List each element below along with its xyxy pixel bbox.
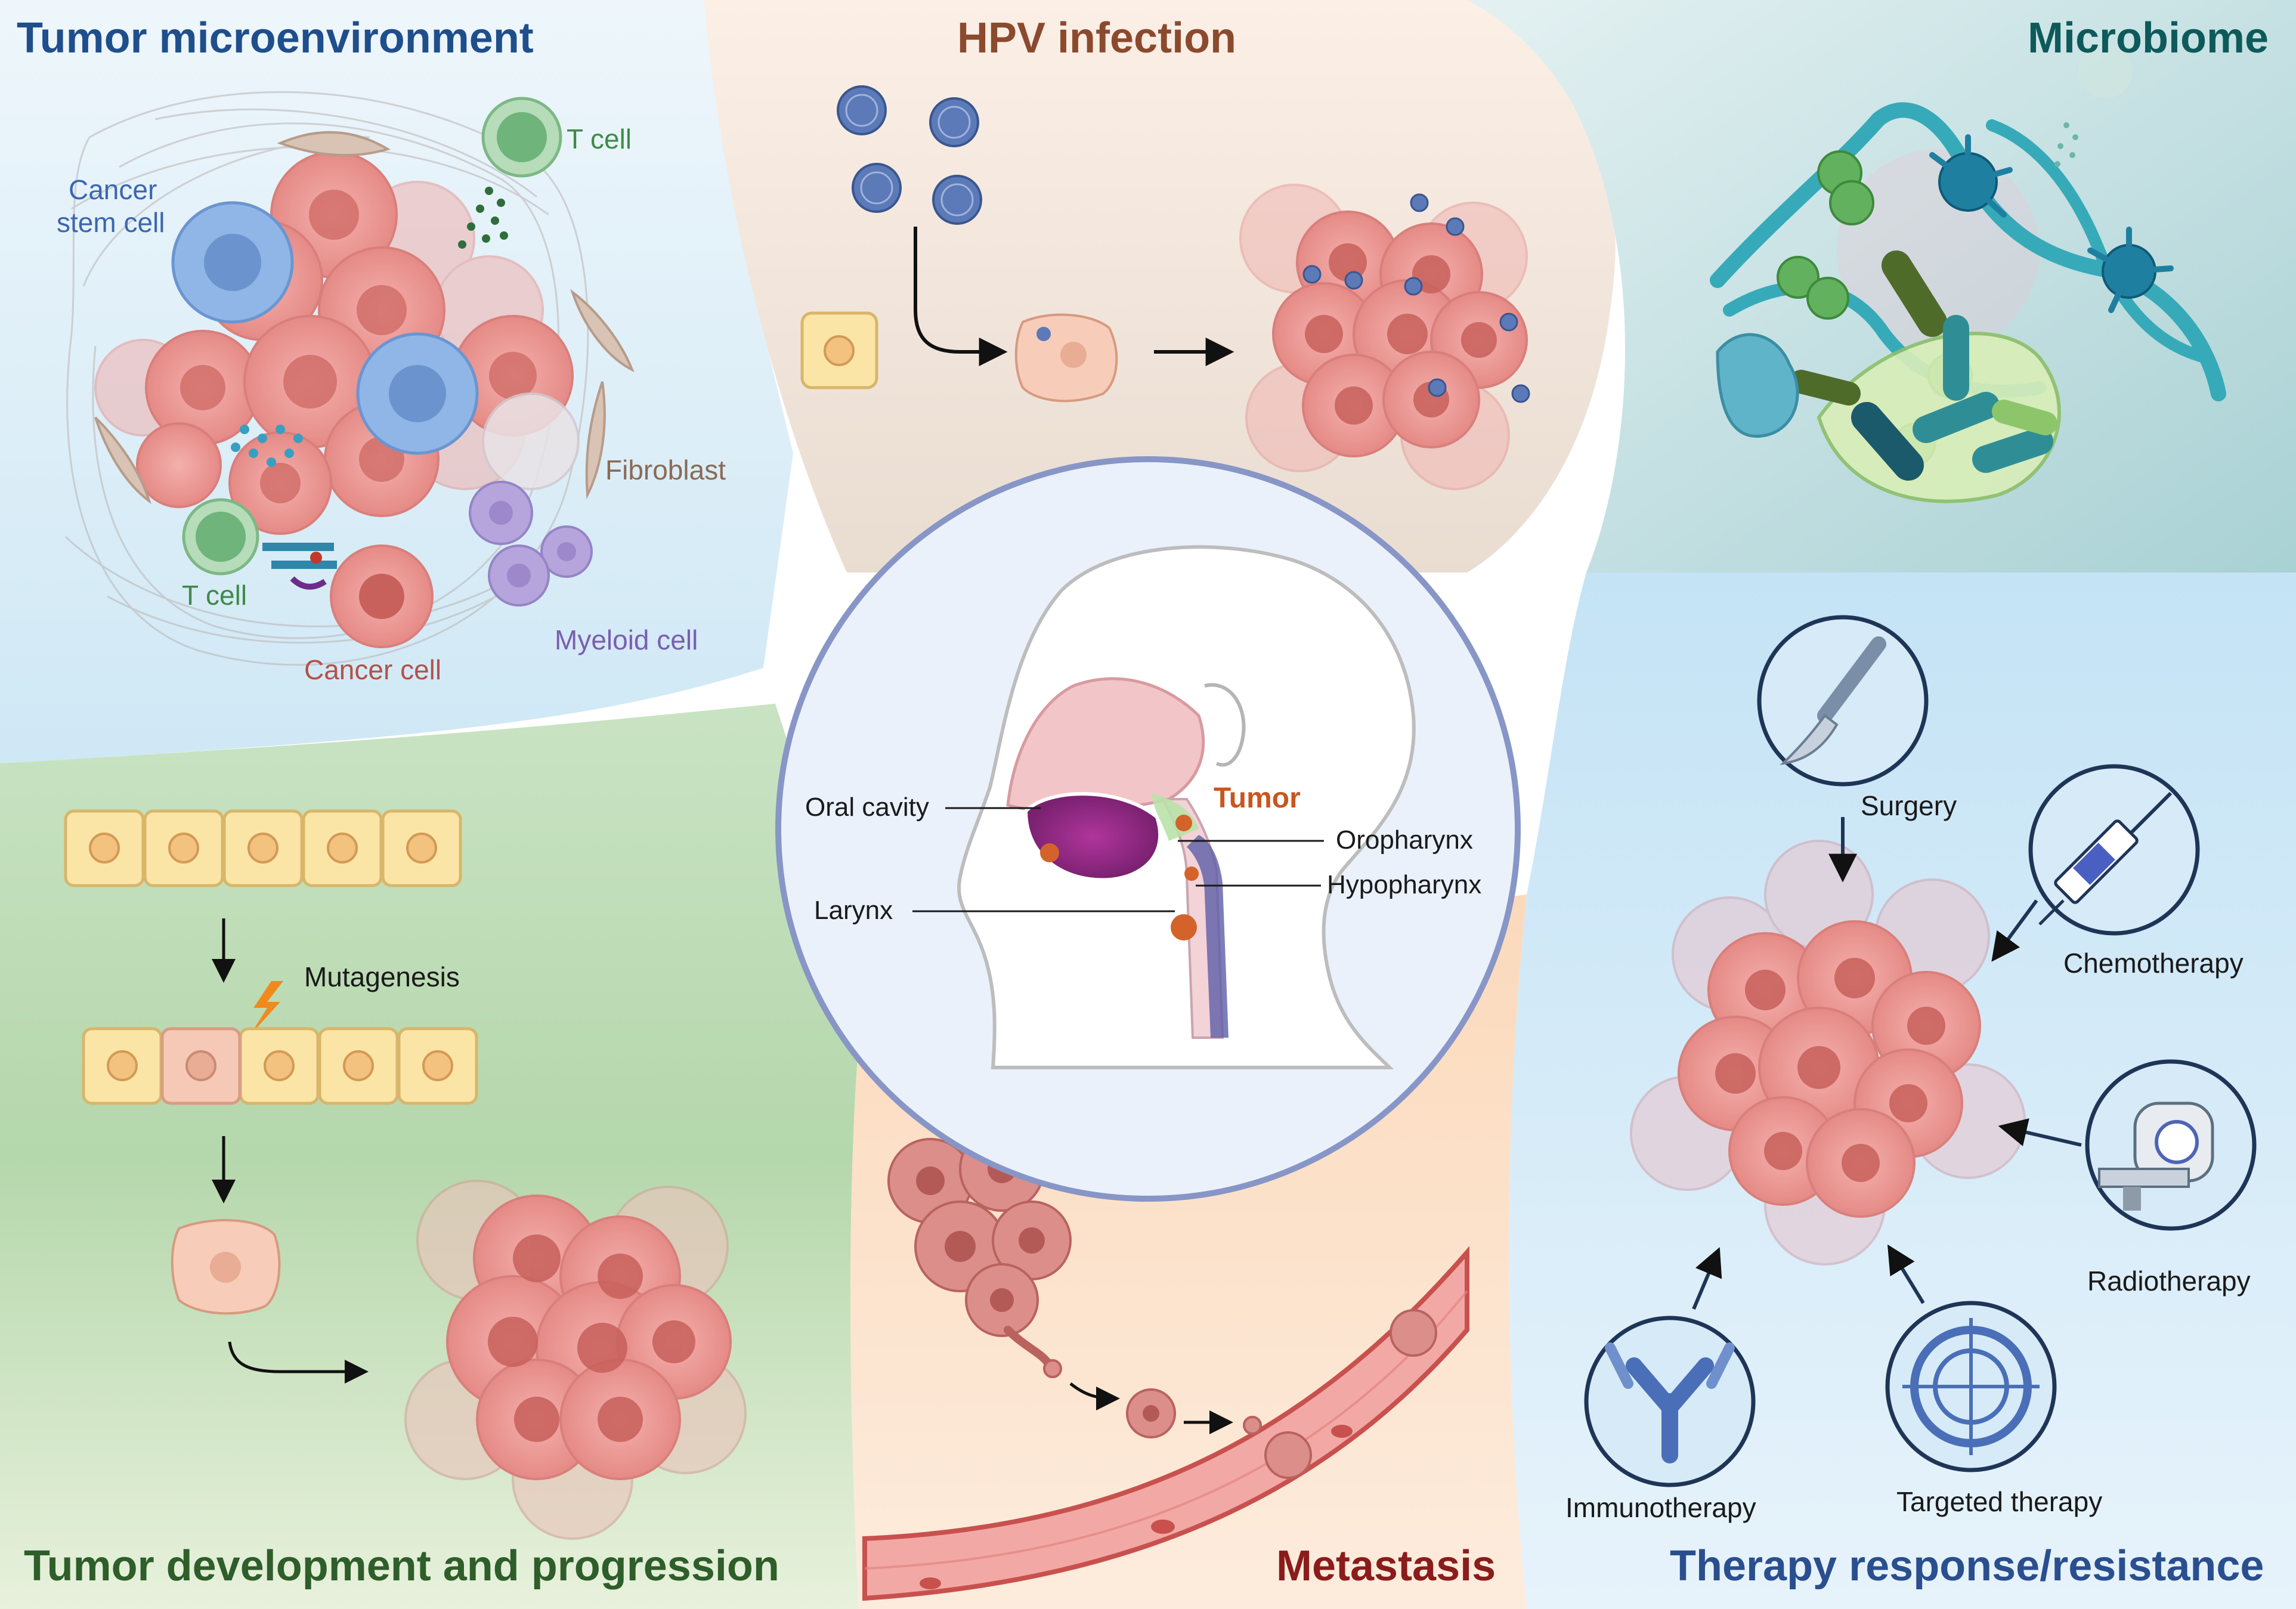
label-t-cell-top: T cell (567, 123, 632, 154)
tumor-larynx (1171, 914, 1197, 940)
label-cancer-stem-cell-line1: Cancer (69, 174, 157, 205)
title-therapy: Therapy response/resistance (1670, 1542, 2264, 1590)
title-tumor-microenvironment: Tumor microenvironment (17, 14, 534, 62)
label-myeloid-cell: Myeloid cell (555, 624, 698, 655)
label-immunotherapy: Immunotherapy (1565, 1492, 1756, 1523)
tumor-oral (1040, 843, 1059, 862)
hpv-normal-cell (800, 311, 878, 389)
metastasis-arrow-1 (1069, 1382, 1120, 1410)
fibroblasts (94, 131, 635, 505)
title-hpv-infection: HPV infection (957, 14, 1237, 62)
panel-microbiome (1467, 0, 2296, 573)
t-cell-bottom (182, 498, 337, 590)
anatomy-circle (775, 456, 1521, 1202)
hpv-infection-arrow (914, 227, 1008, 366)
dev-tumor (404, 1180, 747, 1540)
bacteria-rods (1789, 250, 2057, 481)
label-cancer-cell: Cancer cell (304, 654, 442, 685)
label-fibroblast: Fibroblast (605, 454, 726, 485)
dev-arrow-3 (228, 1341, 369, 1384)
targeted-therapy-icon (1885, 1301, 2057, 1472)
label-radiotherapy: Radiotherapy (2087, 1265, 2251, 1297)
label-targeted-therapy: Targeted therapy (1896, 1486, 2103, 1517)
label-larynx: Larynx (814, 896, 893, 925)
lightning-icon (250, 981, 283, 1035)
title-metastasis: Metastasis (1276, 1542, 1496, 1590)
label-mutagenesis: Mutagenesis (304, 961, 460, 992)
therapy-tumor (1630, 840, 2026, 1265)
hpv-infected-cell (1014, 313, 1118, 403)
tumor-oropharynx (1175, 815, 1192, 831)
label-hypopharynx: Hypopharynx (1327, 870, 1482, 899)
label-chemotherapy: Chemotherapy (2063, 948, 2244, 979)
label-cancer-stem-cell-line2: stem cell (57, 207, 165, 238)
radiotherapy-icon (2085, 1059, 2257, 1231)
tme-cell-cluster (94, 97, 635, 648)
label-oral-cavity: Oral cavity (805, 793, 929, 822)
label-surgery: Surgery (1861, 790, 1957, 821)
hpv-tumor (1239, 184, 1530, 490)
t-cell-top (481, 97, 562, 178)
transformed-cell (171, 1219, 281, 1315)
title-microbiome: Microbiome (2028, 14, 2269, 62)
cancer-stem-cells (171, 201, 479, 455)
label-t-cell-bottom: T cell (182, 580, 247, 611)
chemotherapy-syringe-icon (2028, 764, 2200, 936)
label-tumor: Tumor (1214, 782, 1301, 814)
microbiome-cluster (1710, 45, 2226, 503)
immunotherapy-antibody-icon (1584, 1316, 1756, 1487)
tumor-hypopharynx (1184, 867, 1199, 881)
surgery-icon (1757, 615, 1929, 787)
epithelium-row-2 (82, 1027, 478, 1105)
epithelium-row-1 (64, 809, 462, 887)
hpv-viruses (837, 85, 982, 225)
blood-vessel (862, 1246, 1469, 1601)
label-oropharynx: Oropharynx (1336, 825, 1473, 855)
title-tumor-development: Tumor development and progression (24, 1542, 779, 1590)
